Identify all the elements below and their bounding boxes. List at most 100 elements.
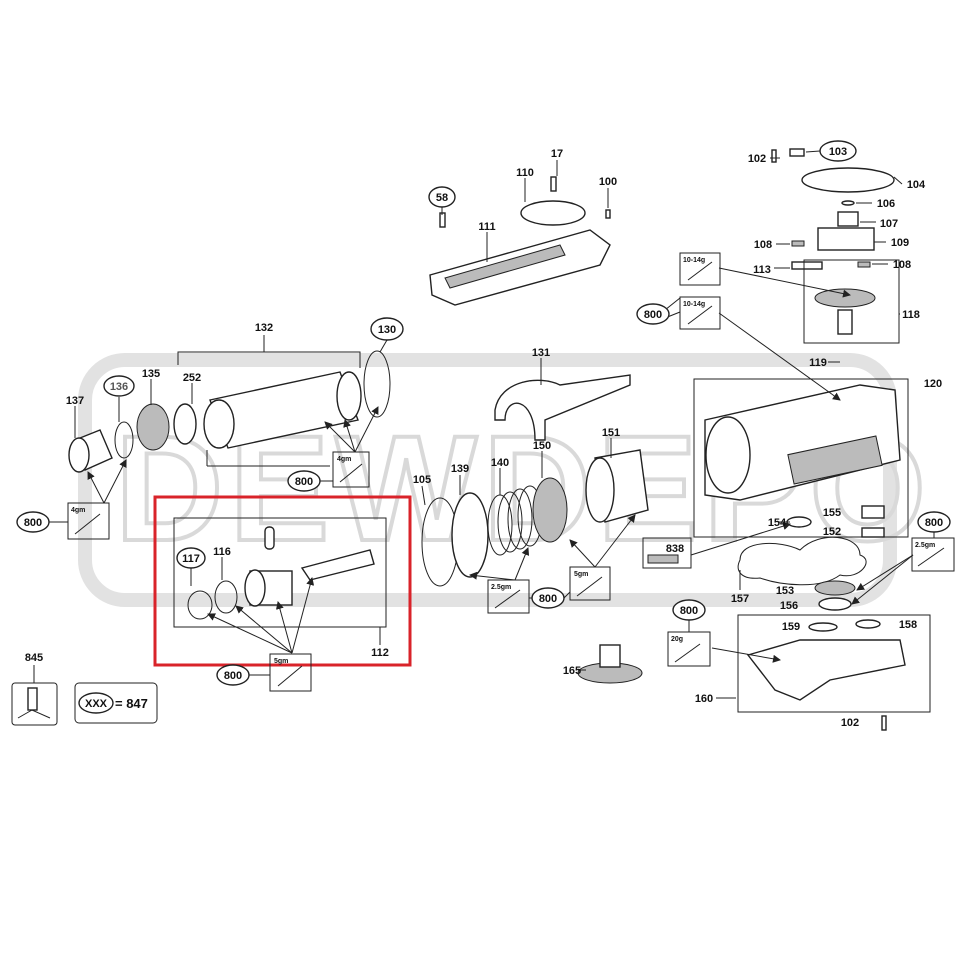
grease-callout: 800 5gm (216, 653, 312, 692)
callout-118: 118 (902, 309, 920, 321)
svg-text:4gm: 4gm (71, 507, 85, 514)
callout-102-bottom: 102 (841, 717, 859, 729)
callout-150: 150 (533, 440, 551, 452)
grease-callout: 800 4gm (287, 451, 370, 492)
part-117-washer (187, 590, 213, 620)
svg-text:800: 800 (680, 605, 698, 617)
circled-callout-130: 130 (370, 317, 404, 341)
svg-text:20g: 20g (671, 636, 683, 643)
part-100-pin (605, 209, 611, 219)
svg-text:800: 800 (644, 309, 662, 321)
callout-112: 112 (371, 647, 389, 659)
part-118-box (803, 259, 900, 344)
part-155 (861, 505, 885, 519)
svg-text:800: 800 (24, 517, 42, 529)
svg-text:58: 58 (436, 192, 448, 204)
callout-116: 116 (213, 546, 231, 558)
callout-111: 111 (478, 221, 495, 233)
svg-text:117: 117 (182, 553, 200, 565)
part-103 (789, 148, 805, 157)
part-838-box (642, 537, 692, 569)
part-111-cover (429, 229, 611, 306)
svg-text:5gm: 5gm (274, 658, 288, 665)
callout-119: 119 (809, 357, 827, 369)
svg-text:800: 800 (295, 476, 313, 488)
circled-callout-117: 117 (176, 547, 206, 569)
svg-text:10-14g: 10-14g (683, 257, 705, 264)
part-110 (520, 200, 586, 226)
callout-140: 140 (491, 457, 509, 469)
legend-xxx-equals-847: XXX = 847 (74, 682, 158, 724)
part-154 (786, 516, 812, 528)
circled-callout-136: 136 (103, 375, 135, 397)
part-131-cover (494, 374, 631, 441)
callout-156: 156 (780, 600, 798, 612)
grease-gun-icon (74, 261, 945, 687)
part-153-gear (814, 580, 856, 596)
grease-callout: 800 4gm (16, 502, 110, 540)
part-104 (801, 167, 895, 193)
svg-text:800: 800 (224, 670, 242, 682)
part-156 (818, 597, 852, 611)
part-118-gear (814, 288, 876, 308)
grease-callout: 800 2.5gm (911, 511, 955, 572)
svg-text:2.5gm: 2.5gm (491, 584, 511, 591)
part-58-screw (439, 212, 446, 228)
callout-105: 105 (413, 474, 431, 486)
svg-text:800: 800 (925, 517, 943, 529)
part-116-ring (214, 580, 238, 614)
callout-107: 107 (880, 218, 898, 230)
callout-154: 154 (768, 517, 787, 529)
part-17-screw (550, 176, 557, 192)
callout-106: 106 (877, 198, 895, 210)
part-109 (817, 227, 875, 251)
part-113 (791, 261, 823, 270)
svg-text:XXX: XXX (85, 698, 108, 710)
callout-139: 139 (451, 463, 469, 475)
callout-135: 135 (142, 368, 160, 380)
callout-108: 108 (754, 239, 772, 251)
svg-text:= 847: = 847 (115, 696, 148, 711)
circled-callout-58: 58 (428, 186, 456, 208)
part-132-bracket (177, 335, 361, 368)
callout-155: 155 (823, 507, 841, 519)
callout-152: 152 (823, 526, 841, 538)
part-120-box (693, 378, 909, 538)
part-102-screw (771, 149, 777, 163)
part-136-oring (114, 421, 134, 459)
callout-102: 102 (748, 153, 766, 165)
callout-160: 160 (695, 693, 713, 705)
part-845-stand (11, 665, 58, 726)
part-112-connecting-rod (300, 549, 375, 581)
callout-17: 17 (551, 148, 563, 160)
part-140-spring (487, 485, 543, 556)
svg-text:130: 130 (378, 324, 396, 336)
part-108a (791, 240, 805, 247)
callout-157: 157 (731, 593, 749, 605)
svg-text:10-14g: 10-14g (683, 301, 705, 308)
part-118-shaft (837, 309, 853, 335)
callout-158: 158 (899, 619, 917, 631)
callout-109: 109 (891, 237, 909, 249)
part-107 (837, 211, 859, 227)
part-152 (861, 527, 885, 538)
part-139-ring (451, 492, 489, 578)
callout-137: 137 (66, 395, 84, 407)
callout-153: 153 (776, 585, 794, 597)
highlight-box (153, 495, 412, 667)
grease-callout: 800 20g (667, 599, 711, 667)
part-120-gear-housing (704, 384, 901, 501)
part-132-cylinder (203, 371, 362, 449)
callout-100: 100 (599, 176, 617, 188)
callout-108-b: 108 (893, 259, 911, 271)
part-112-piston (244, 569, 293, 607)
part-252-ring (173, 403, 197, 445)
svg-text:103: 103 (829, 146, 847, 158)
svg-text:4gm: 4gm (337, 456, 351, 463)
part-106 (841, 200, 855, 206)
part-112-pin (264, 526, 275, 550)
part-159 (808, 622, 838, 632)
part-102-screw-bottom (881, 715, 887, 731)
part-112-box (173, 517, 387, 628)
